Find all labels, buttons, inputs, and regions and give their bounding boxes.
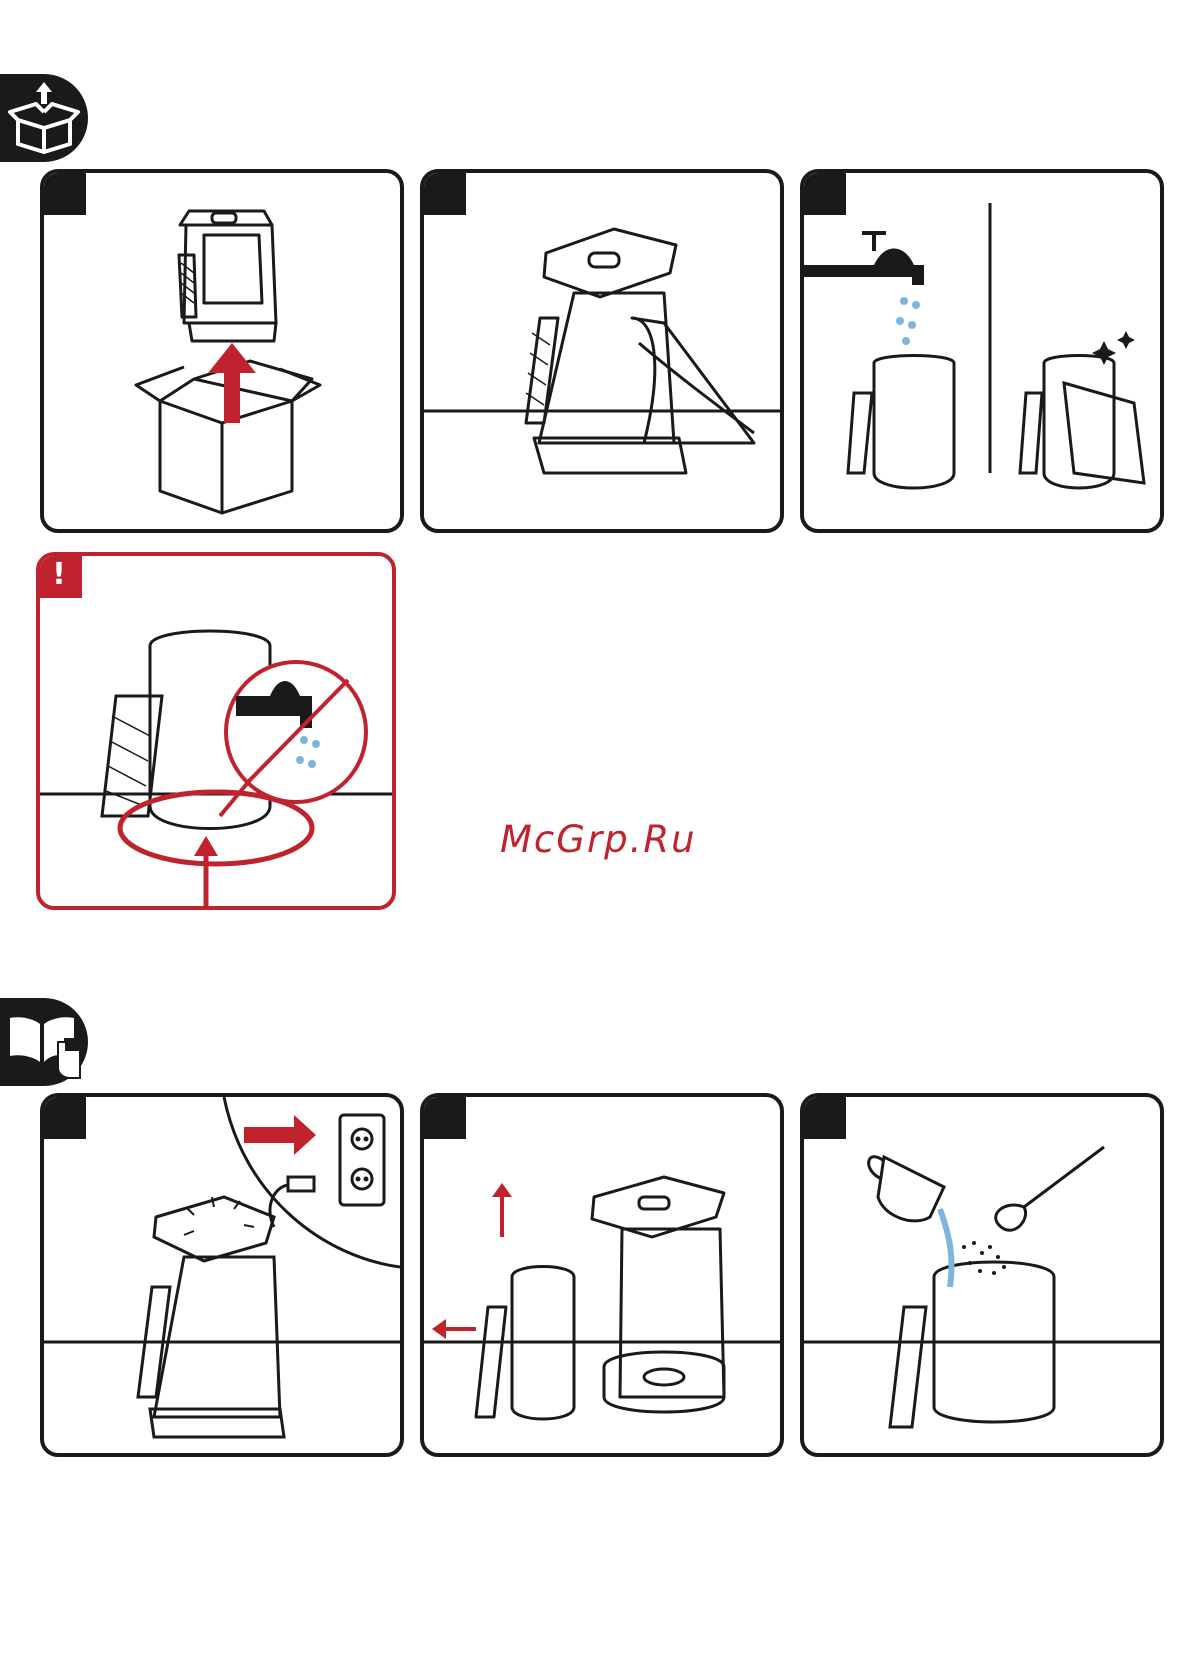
panel-warning-no-water-base: ! xyxy=(36,552,396,910)
box-with-arrow-icon xyxy=(44,173,400,529)
book-hand-icon xyxy=(0,998,88,1086)
box-unpack-icon xyxy=(0,74,88,162)
lift-arrow-icon xyxy=(424,1097,780,1453)
cup-spoon-icon xyxy=(804,1097,1160,1453)
panel-rinse-pot xyxy=(800,169,1164,533)
panel-remove-pot xyxy=(420,1093,784,1457)
watermark: McGrp.Ru xyxy=(500,818,697,861)
panel-plug-in xyxy=(40,1093,404,1457)
hand-wipe-icon xyxy=(424,173,780,529)
no-water-icon xyxy=(40,556,392,906)
section-tab-usage xyxy=(0,998,88,1086)
section-tab-unpacking xyxy=(0,74,88,162)
faucet-icon xyxy=(804,173,1160,529)
panel-wipe-machine xyxy=(420,169,784,533)
panel-add-water-coffee xyxy=(800,1093,1164,1457)
power-socket-icon xyxy=(44,1097,400,1453)
panel-unbox xyxy=(40,169,404,533)
